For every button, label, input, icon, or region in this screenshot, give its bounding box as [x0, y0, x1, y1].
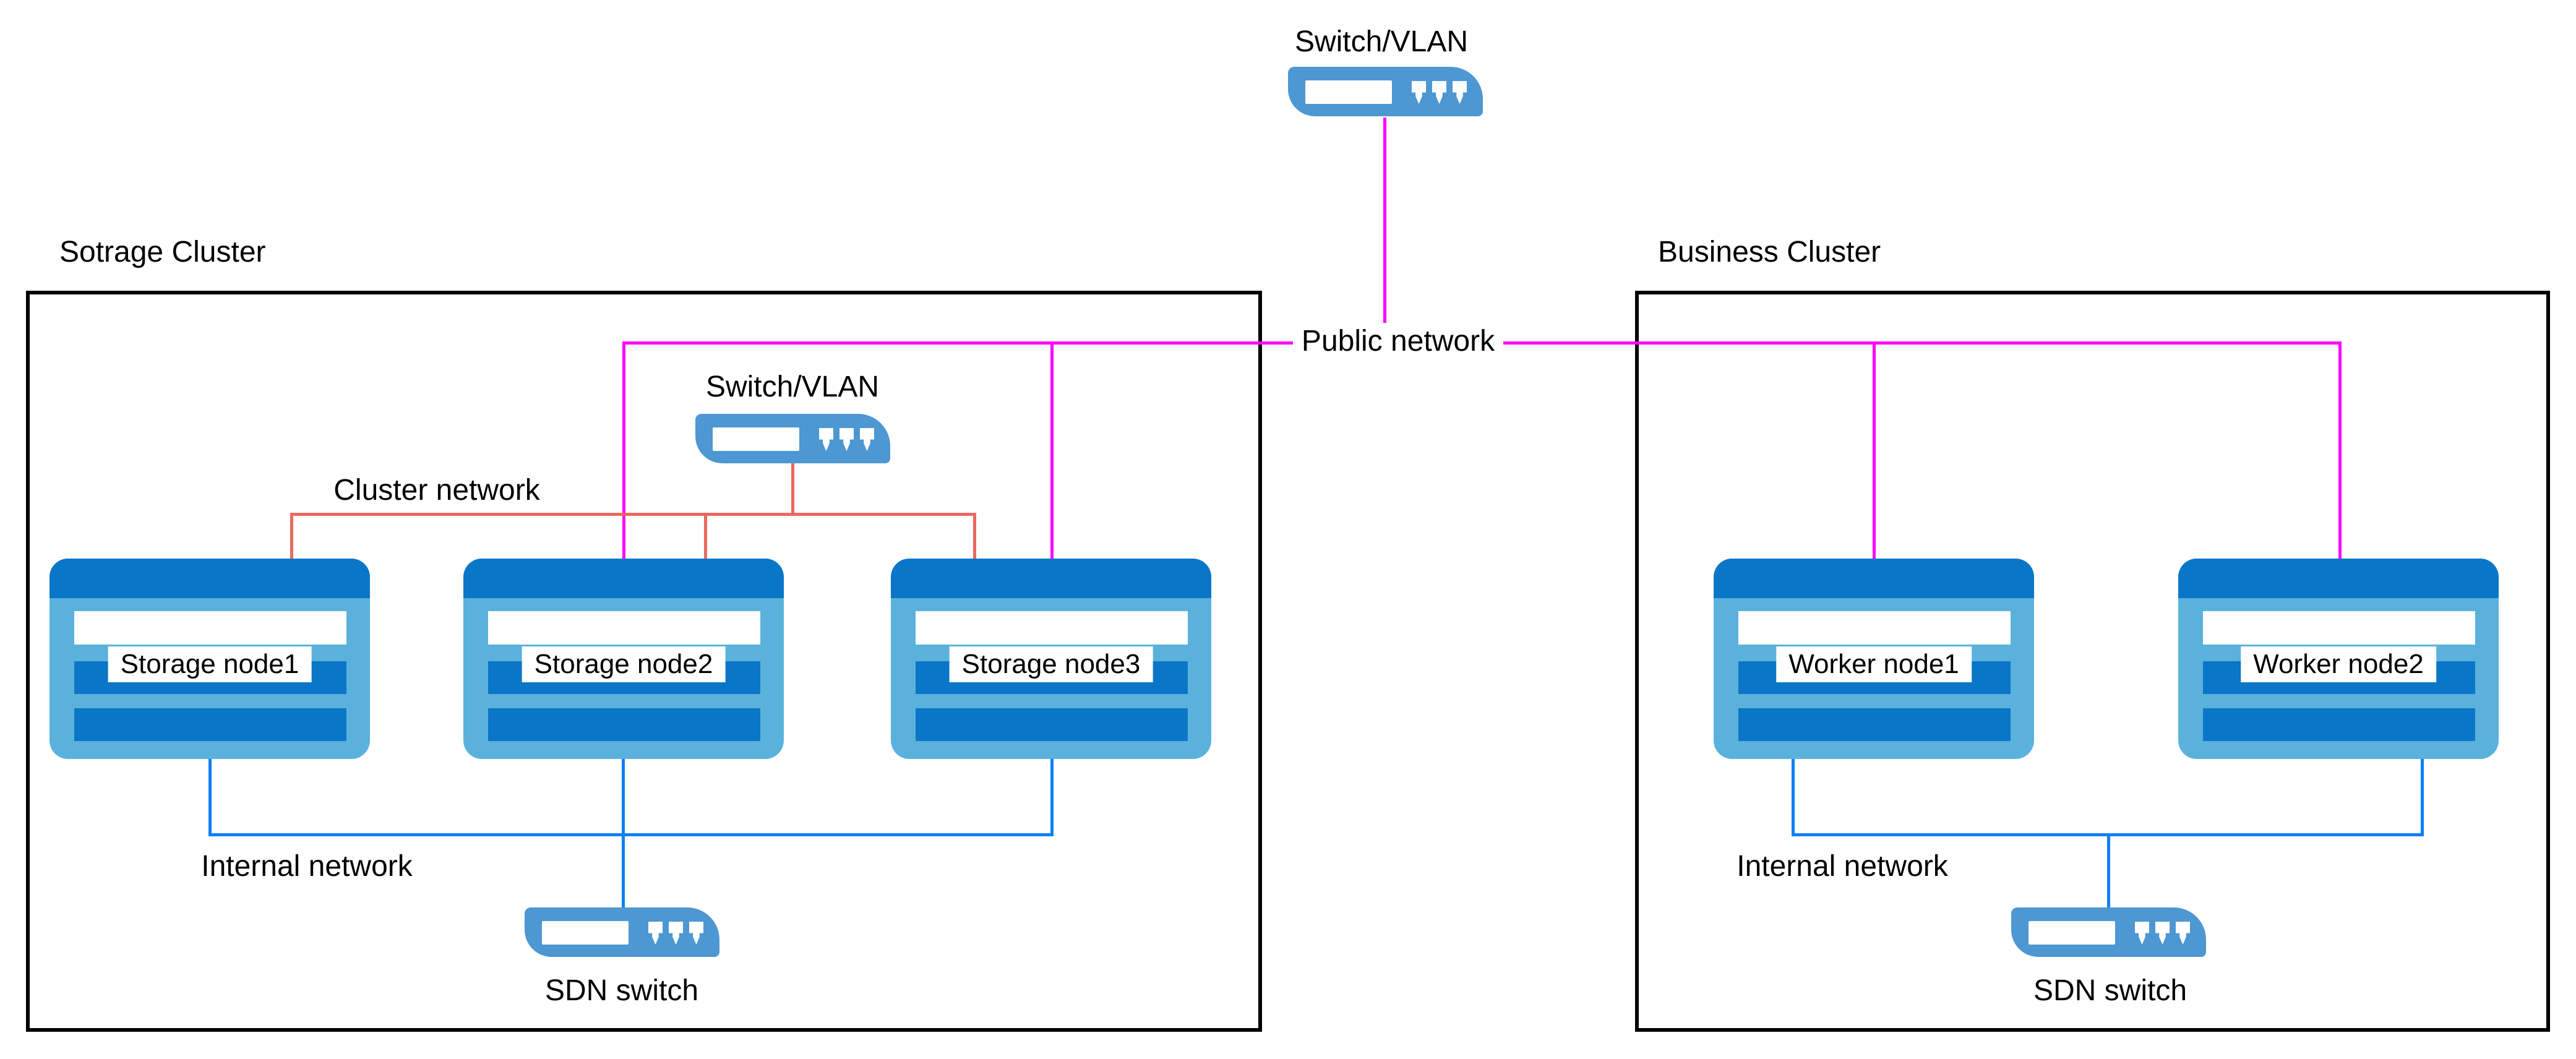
port-icon [2176, 922, 2190, 945]
internal-network-drop-worker2 [2421, 759, 2424, 836]
node-label: Storage node3 [949, 646, 1153, 682]
business-cluster-title: Business Cluster [1658, 236, 1881, 268]
storage-cluster-title: Sotrage Cluster [59, 236, 266, 268]
server-header [891, 559, 1211, 598]
port-icon [648, 922, 663, 945]
worker-node-2: Worker node2 [2178, 559, 2499, 759]
public-network-label: Public network [1293, 323, 1503, 360]
public-network-line-top-drop [1383, 118, 1386, 345]
public-network-drop-worker-node1 [1873, 341, 1876, 561]
storage-switch-vlan-icon [695, 414, 890, 463]
server-slot [488, 611, 760, 645]
storage-switch-label: Switch/VLAN [705, 371, 880, 403]
cluster-network-label: Cluster network [333, 474, 540, 507]
switch-ports [2135, 922, 2190, 945]
switch-ports [648, 922, 703, 945]
server-bar [2203, 708, 2475, 741]
storage-node-2: Storage node2 [463, 559, 784, 759]
cluster-network-drop-node2 [704, 513, 707, 561]
switch-ports [1412, 81, 1467, 104]
sdn-switch-icon-business [2011, 907, 2206, 957]
server-slot [74, 611, 346, 645]
port-icon [1412, 81, 1426, 104]
sdn-switch-label-business: SDN switch [2033, 974, 2187, 1007]
node-label: Worker node2 [2241, 646, 2436, 682]
sdn-switch-label-storage: SDN switch [544, 974, 699, 1007]
port-icon [1453, 81, 1467, 104]
switch-ports [819, 428, 874, 451]
port-icon [2155, 922, 2170, 945]
port-icon [860, 428, 874, 451]
port-icon [689, 922, 703, 945]
node-label: Storage node1 [108, 646, 312, 682]
port-icon [669, 922, 683, 945]
storage-node-1: Storage node1 [49, 559, 370, 759]
server-slot [1738, 611, 2011, 645]
server-bar [488, 708, 760, 741]
sdn-switch-icon-storage [525, 907, 719, 957]
cluster-network-switch-drop [791, 463, 794, 516]
node-label: Worker node1 [1776, 646, 1972, 682]
internal-network-drop-node1 [208, 759, 212, 836]
server-slot [916, 611, 1188, 645]
switch-display [1305, 80, 1392, 104]
server-bar [74, 708, 346, 741]
public-network-drop-storage-node3 [1050, 341, 1054, 561]
server-header [463, 559, 784, 598]
storage-cluster-box [26, 291, 1262, 1032]
port-icon [839, 428, 854, 451]
internal-network-drop-node3 [1050, 759, 1054, 836]
internal-network-sdn-drop-business [2107, 833, 2110, 909]
cluster-network-line-horizontal [290, 513, 976, 516]
worker-node-1: Worker node1 [1714, 559, 2034, 759]
cluster-network-drop-node3 [973, 513, 976, 561]
internal-network-label-storage: Internal network [201, 850, 413, 883]
port-icon [819, 428, 833, 451]
server-bar [1738, 708, 2011, 741]
storage-node-3: Storage node3 [891, 559, 1211, 759]
public-switch-icon [1288, 67, 1483, 116]
internal-network-drop-worker1 [1792, 759, 1795, 836]
internal-network-line-storage [208, 833, 1054, 836]
server-header [2178, 559, 2499, 598]
server-slot [2203, 611, 2475, 645]
internal-network-label-business: Internal network [1737, 850, 1948, 883]
cluster-network-drop-node1 [290, 513, 293, 561]
node-label: Storage node2 [522, 646, 726, 682]
switch-display [713, 427, 799, 451]
public-network-drop-worker-node2 [2338, 341, 2342, 561]
business-cluster-box [1635, 291, 2550, 1032]
public-network-drop-storage-node2 [622, 341, 625, 561]
switch-display [542, 921, 629, 945]
port-icon [2135, 922, 2149, 945]
port-icon [1432, 81, 1446, 104]
server-header [1714, 559, 2034, 598]
public-switch-label: Switch/VLAN [1294, 25, 1469, 58]
switch-display [2029, 921, 2115, 945]
server-bar [916, 708, 1188, 741]
server-header [49, 559, 370, 598]
